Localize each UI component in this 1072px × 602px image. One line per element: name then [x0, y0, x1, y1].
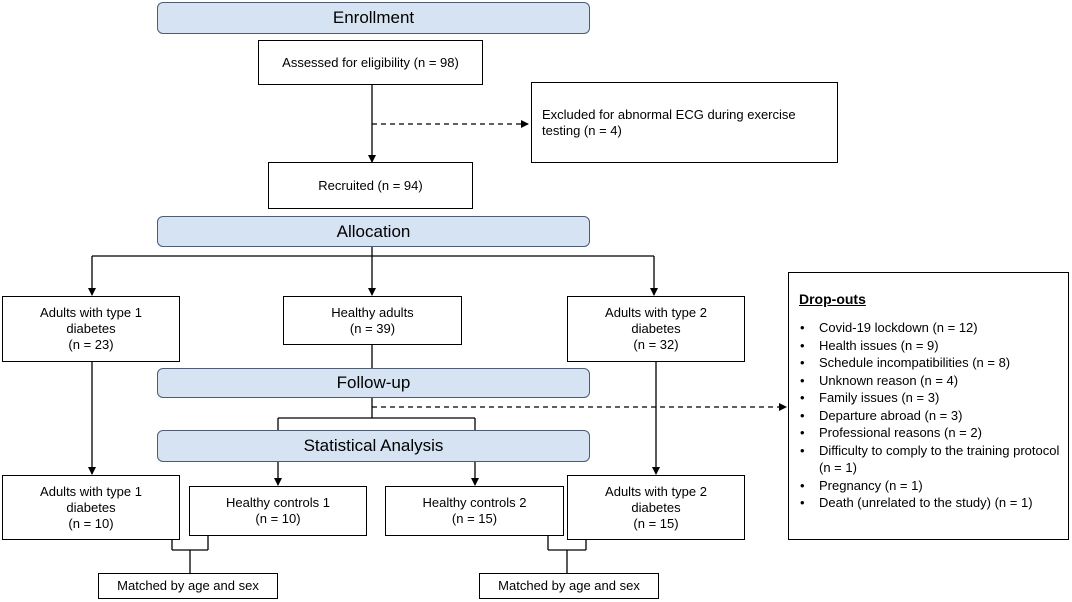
healthy-controls-1-box: Healthy controls 1(n = 10)	[189, 486, 367, 536]
dropout-item: Death (unrelated to the study) (n = 1)	[799, 494, 1060, 512]
dropouts-list: Covid-19 lockdown (n = 12) Health issues…	[799, 319, 1060, 512]
dropout-item: Pregnancy (n = 1)	[799, 477, 1060, 495]
dropout-item: Unknown reason (n = 4)	[799, 372, 1060, 390]
healthy-controls-2-box: Healthy controls 2(n = 15)	[385, 486, 564, 536]
dropout-item: Schedule incompatibilities (n = 8)	[799, 354, 1060, 372]
follow-up-header: Follow-up	[157, 368, 590, 398]
matched-right-box: Matched by age and sex	[479, 573, 659, 599]
recruited-box: Recruited (n = 94)	[268, 162, 473, 209]
excluded-box: Excluded for abnormal ECG during exercis…	[531, 82, 838, 163]
healthy-allocation-box: Healthy adults(n = 39)	[283, 296, 462, 345]
statistical-analysis-header: Statistical Analysis	[157, 430, 590, 462]
assessed-box: Assessed for eligibility (n = 98)	[258, 40, 483, 85]
dropout-item: Covid-19 lockdown (n = 12)	[799, 319, 1060, 337]
dropouts-box: Drop-outs Covid-19 lockdown (n = 12) Hea…	[788, 272, 1069, 540]
dropout-item: Family issues (n = 3)	[799, 389, 1060, 407]
enrollment-header: Enrollment	[157, 2, 590, 34]
dropout-item: Health issues (n = 9)	[799, 337, 1060, 355]
matched-left-box: Matched by age and sex	[98, 573, 278, 599]
dropouts-title: Drop-outs	[799, 291, 866, 307]
dropout-item: Professional reasons (n = 2)	[799, 424, 1060, 442]
dropout-item: Departure abroad (n = 3)	[799, 407, 1060, 425]
allocation-header: Allocation	[157, 216, 590, 247]
dropout-item: Difficulty to comply to the training pro…	[799, 442, 1060, 477]
